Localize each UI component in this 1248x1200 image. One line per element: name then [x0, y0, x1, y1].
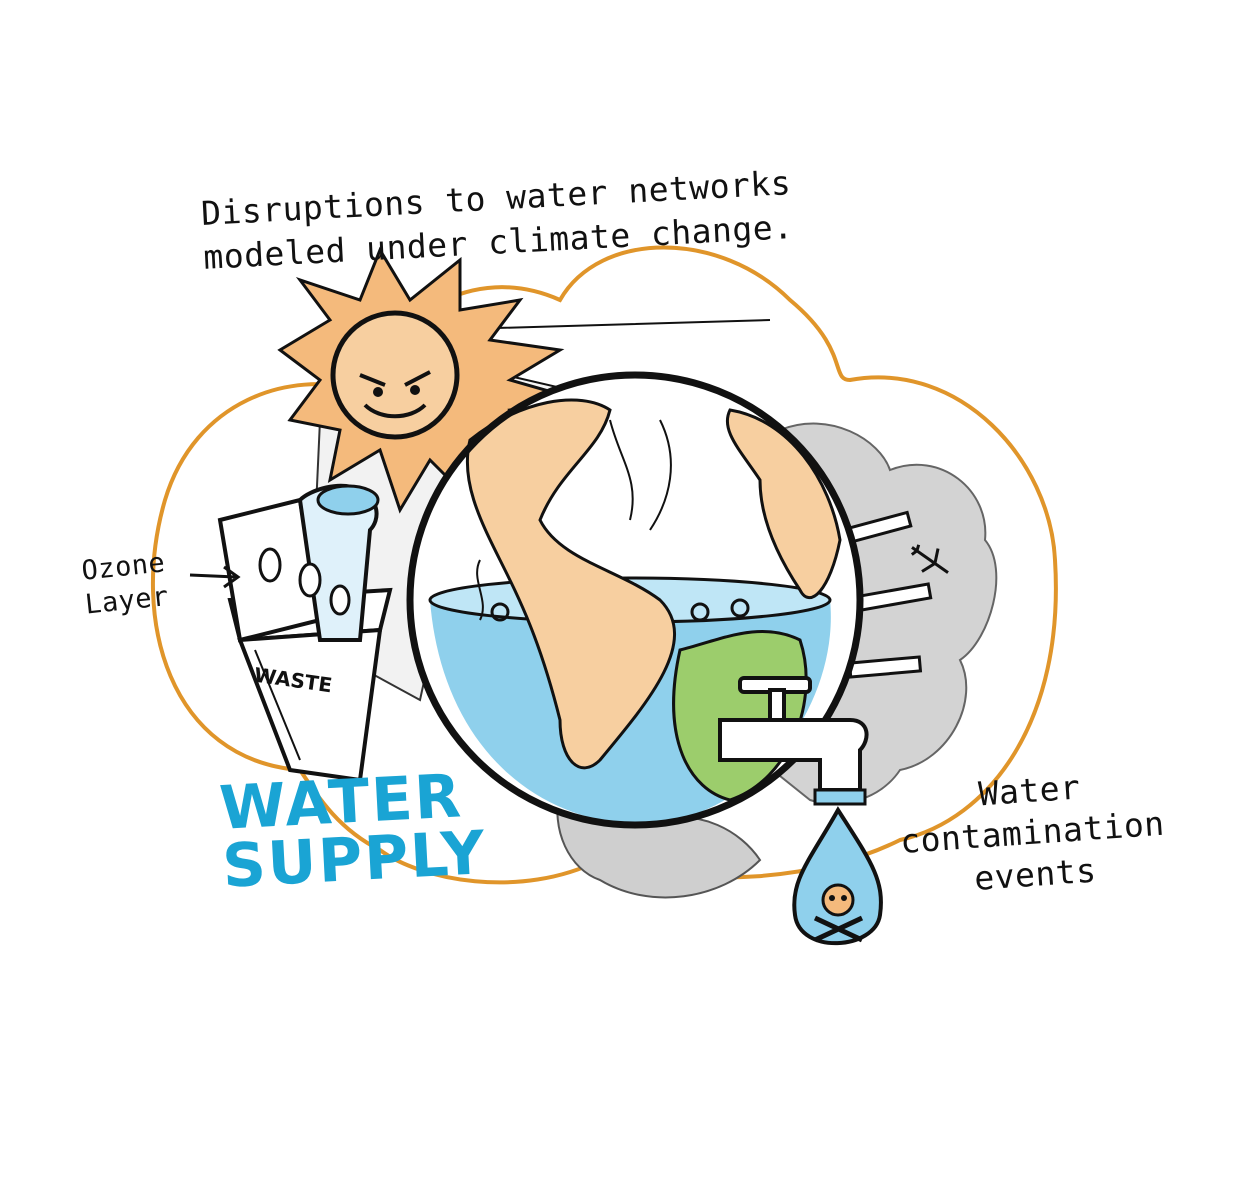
water-supply-title: WATER SUPPLY — [218, 761, 489, 902]
title-line: SUPPLY — [220, 818, 489, 902]
caption-water-contamination: Water contamination events — [878, 760, 1186, 907]
sun-icon — [277, 246, 581, 514]
caption-ozone-layer: Ozone Layer — [80, 546, 170, 622]
ozone-arrow-icon — [189, 565, 241, 589]
ozone-layer-roll-icon — [217, 483, 380, 643]
skull-crossbones-icon — [792, 806, 883, 946]
water-tap-icon — [718, 676, 869, 806]
airplane-icon — [910, 544, 949, 574]
